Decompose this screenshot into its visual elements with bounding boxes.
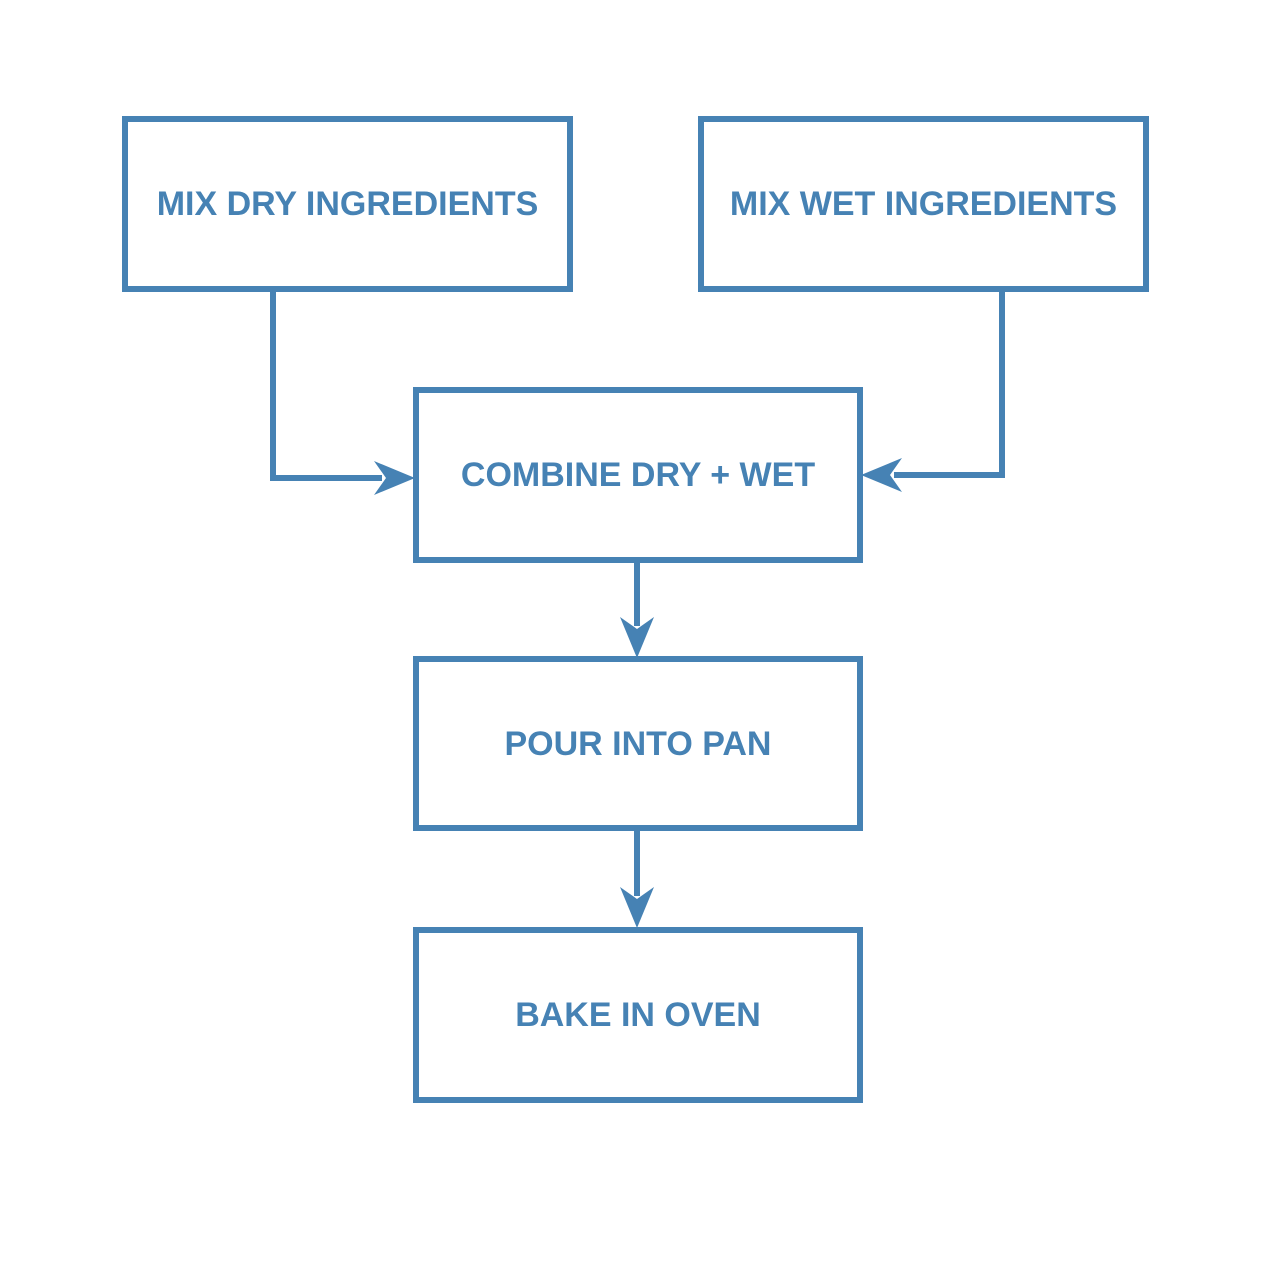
node-pour: POUR INTO PAN bbox=[413, 656, 863, 831]
connectors bbox=[270, 290, 1005, 928]
arrowhead-right-icon bbox=[374, 461, 415, 495]
node-label-mix-wet: MIX WET INGREDIENTS bbox=[730, 185, 1117, 223]
node-box bbox=[122, 116, 573, 292]
node-label-combine: COMBINE DRY + WET bbox=[461, 456, 815, 494]
edge-mix-dry-to-combine bbox=[270, 290, 415, 495]
arrowhead-down-icon bbox=[620, 617, 654, 658]
node-mix-wet: MIX WET INGREDIENTS bbox=[698, 116, 1149, 292]
node-box bbox=[413, 387, 863, 563]
connector-line bbox=[270, 290, 382, 481]
node-bake: BAKE IN OVEN bbox=[413, 927, 863, 1103]
edge-mix-wet-to-combine bbox=[861, 290, 1005, 492]
node-box bbox=[413, 656, 863, 831]
node-label-bake: BAKE IN OVEN bbox=[515, 996, 761, 1034]
node-combine: COMBINE DRY + WET bbox=[413, 387, 863, 563]
edge-pour-to-bake bbox=[620, 829, 654, 928]
arrowhead-left-icon bbox=[861, 458, 902, 492]
arrowhead-down-icon bbox=[620, 887, 654, 928]
node-box bbox=[413, 927, 863, 1103]
connector-line bbox=[894, 290, 1005, 478]
node-label-mix-dry: MIX DRY INGREDIENTS bbox=[157, 185, 539, 223]
edge-combine-to-pour bbox=[620, 561, 654, 658]
node-box bbox=[698, 116, 1149, 292]
node-mix-dry: MIX DRY INGREDIENTS bbox=[122, 116, 573, 292]
node-label-pour: POUR INTO PAN bbox=[505, 725, 772, 763]
